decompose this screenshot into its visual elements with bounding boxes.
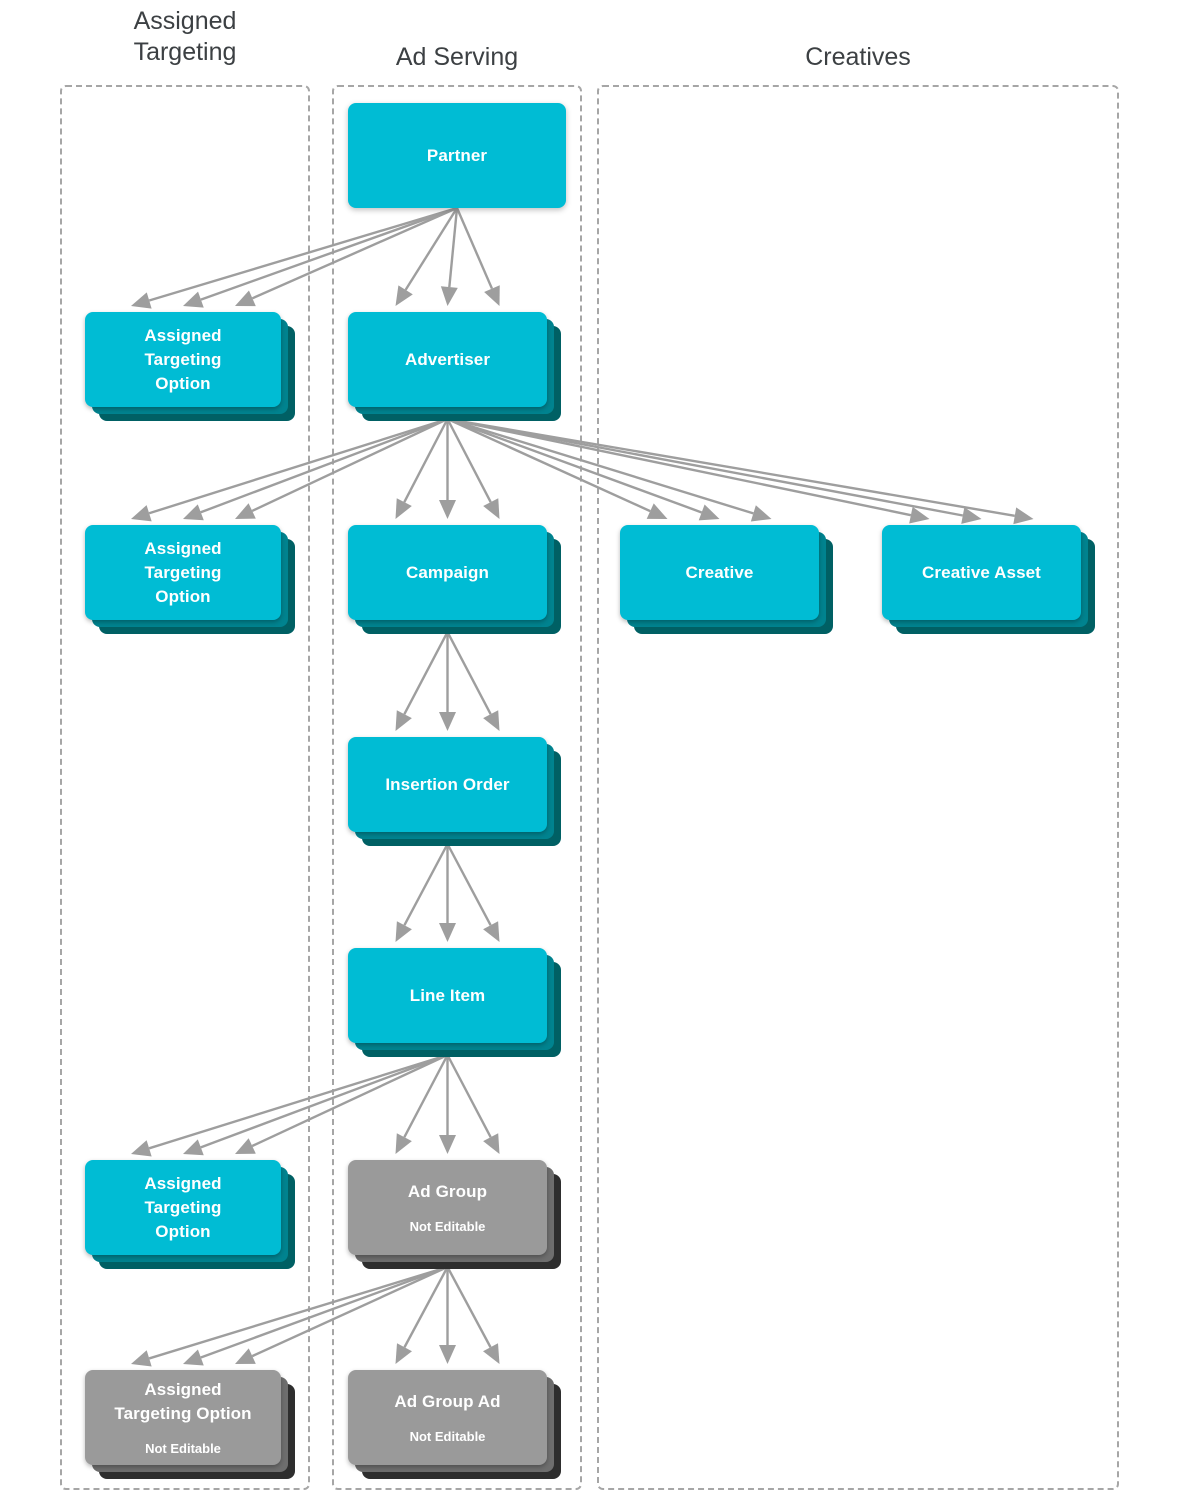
node-ato-advertiser[interactable]: Assigned Targeting Option [85, 525, 297, 636]
node-insertion-order[interactable]: Insertion Order [348, 737, 563, 848]
node-card[interactable]: Assigned Targeting Option [85, 1160, 281, 1255]
node-label: Insertion Order [385, 774, 510, 794]
node-status-label: Not Editable [145, 1441, 221, 1456]
node-campaign[interactable]: Campaign [348, 525, 563, 636]
node-label: Assigned Targeting Option [144, 538, 222, 606]
node-ato-partner[interactable]: Assigned Targeting Option [85, 312, 297, 423]
lane-ad-serving [332, 85, 582, 1490]
group-title-creatives: Creatives [805, 43, 911, 71]
node-card[interactable]: Creative [620, 525, 819, 620]
node-label: Assigned Targeting Option [114, 1380, 252, 1423]
node-label: Campaign [406, 562, 489, 582]
node-creative-asset[interactable]: Creative Asset [882, 525, 1097, 636]
node-card[interactable]: Line Item [348, 948, 547, 1043]
node-line-item[interactable]: Line Item [348, 948, 563, 1059]
node-label: Line Item [409, 985, 486, 1005]
node-card[interactable]: Campaign [348, 525, 547, 620]
node-status-label: Not Editable [409, 1219, 486, 1234]
lane-assigned-targeting [60, 85, 310, 1490]
node-label: Partner [426, 145, 488, 165]
node-card[interactable]: Ad Group Ad Not Editable [348, 1370, 547, 1465]
node-label: Advertiser [404, 349, 491, 369]
node-label: Creative Asset [922, 562, 1041, 582]
node-label: Assigned Targeting Option [144, 325, 222, 393]
node-label: Creative [685, 562, 754, 582]
node-card[interactable]: Creative Asset [882, 525, 1081, 620]
node-label: Ad Group [407, 1182, 488, 1201]
node-status-label: Not Editable [409, 1429, 486, 1444]
node-card[interactable]: Assigned Targeting Option [85, 312, 281, 407]
node-card[interactable]: Assigned Targeting Option [85, 525, 281, 620]
lane-creatives [597, 85, 1119, 1490]
node-advertiser[interactable]: Advertiser [348, 312, 563, 423]
node-card[interactable]: Insertion Order [348, 737, 547, 832]
group-title-assigned-targeting: Assigned Targeting [133, 7, 237, 66]
node-ad-group-ad[interactable]: Ad Group Ad Not Editable [348, 1370, 563, 1481]
node-card[interactable]: Partner [348, 103, 566, 208]
node-ato-lineitem[interactable]: Assigned Targeting Option [85, 1160, 297, 1271]
node-card[interactable]: Advertiser [348, 312, 547, 407]
node-label: Assigned Targeting Option [144, 1173, 222, 1241]
node-creative[interactable]: Creative [620, 525, 835, 636]
node-label: Ad Group Ad [394, 1392, 501, 1411]
group-title-ad-serving: Ad Serving [395, 43, 519, 71]
node-partner[interactable]: Partner [348, 103, 582, 224]
